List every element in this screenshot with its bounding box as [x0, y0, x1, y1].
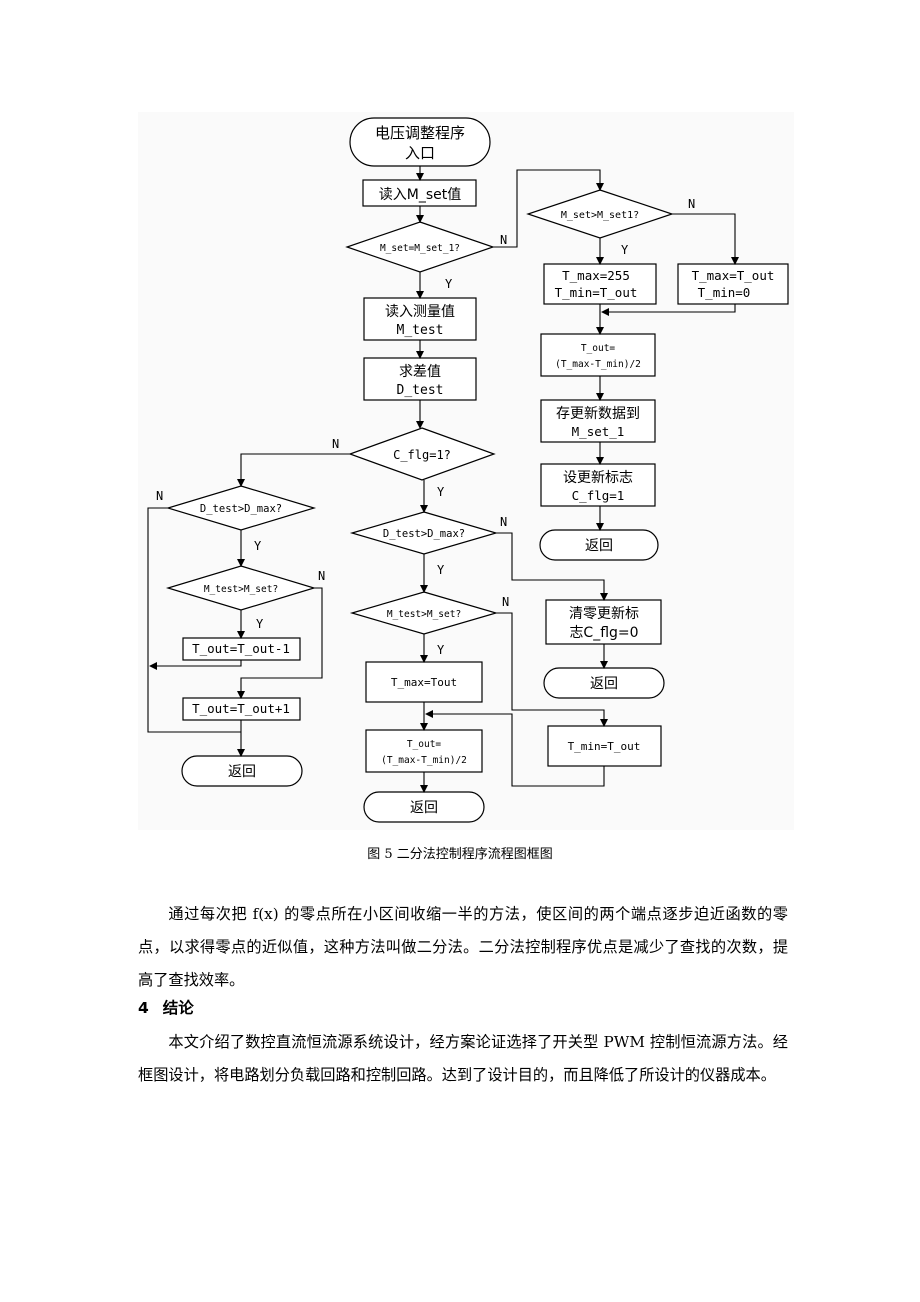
body-paragraph-1: 通过每次把 f(x) 的零点所在小区间收缩一半的方法，使区间的两个端点逐步迫近函… [138, 905, 788, 989]
diff-box [363, 357, 477, 401]
center-mtest-text: M_test>M_set? [387, 609, 461, 620]
right-no-text-1: T_max=T_out [692, 268, 775, 283]
right-store-text-2: M_set_1 [572, 424, 625, 439]
tmin-tout-text: T_min=T_out [568, 740, 641, 753]
center-tout-text-1: T_out= [407, 739, 442, 750]
left-inc-text: T_out=T_out+1 [192, 701, 290, 716]
cmp-mset-text: M_set=M_set_1? [380, 243, 460, 254]
right-no-box [677, 263, 789, 305]
figure-background [138, 112, 794, 830]
right-flag-text-2: C_flg=1 [572, 488, 625, 503]
clear-text-2: 志C_flg=0 [569, 625, 638, 641]
right-flag-text-1: 设更新标志 [563, 470, 633, 486]
no-label: N [500, 233, 507, 247]
read-test-text-2: M_test [397, 323, 444, 338]
right-store-box [540, 399, 656, 443]
left-dec-text: T_out=T_out-1 [192, 641, 290, 656]
right-tout-text-1: T_out= [581, 343, 616, 354]
body-paragraph-2: 本文介绍了数控直流恒流源系统设计，经方案论证选择了开关型 PWM 控制恒流源方法… [138, 1033, 788, 1084]
right-cmp-text: M_set>M_set1? [561, 210, 639, 221]
right-flag-box [540, 463, 656, 507]
no-label: N [332, 437, 339, 451]
yes-label: Y [256, 617, 264, 631]
flowchart-diagram: 电压调整程序 入口 读入M_set值 M_set=M_set_1? 读入测量值 … [138, 112, 794, 830]
right-return-text: 返回 [585, 538, 613, 554]
cflg-text: C_flg=1? [393, 448, 451, 462]
section-title: 结论 [162, 999, 194, 1017]
read-mset-box [362, 179, 477, 207]
right-yes-text-1: T_max=255 [562, 268, 630, 283]
no-label: N [156, 489, 163, 503]
center-tout-text-2: (T_max-T_min)/2 [381, 755, 467, 766]
no-label: N [688, 197, 695, 211]
cflg-decision [348, 427, 496, 481]
center-return-text: 返回 [410, 800, 438, 816]
yes-label: Y [621, 243, 629, 257]
right-yes-box [543, 263, 657, 305]
diff-text-1: 求差值 [399, 364, 441, 380]
right-store-text-1: 存更新数据到 [556, 406, 640, 422]
center-dtest-text: D_test>D_max? [383, 528, 465, 540]
no-label: N [318, 569, 325, 583]
yes-label: Y [445, 277, 453, 291]
yes-label: Y [254, 539, 262, 553]
yes-label: Y [437, 643, 445, 657]
left-return-text: 返回 [228, 764, 256, 780]
read-mset-text: 读入M_set值 [379, 186, 461, 203]
clear-flag-box [545, 599, 662, 645]
section-number: 4 [138, 999, 149, 1017]
diff-text-2: D_test [397, 383, 444, 398]
clear-text-1: 清零更新标 [569, 606, 639, 622]
start-text-2: 入口 [405, 144, 435, 162]
yes-label: Y [437, 485, 445, 499]
left-mtest-text: M_test>M_set? [204, 584, 278, 595]
right-tout-text-2: (T_max-T_min)/2 [555, 359, 641, 370]
right-no-text-2: T_min=0 [698, 285, 751, 300]
center-tmax-text: T_max=Tout [391, 676, 457, 689]
start-text-1: 电压调整程序 [375, 124, 465, 142]
right-yes-text-2: T_min=T_out [555, 285, 638, 300]
section-heading: 4 结论 [138, 992, 194, 1025]
left-dtest-text: D_test>D_max? [200, 503, 282, 515]
no-label: N [500, 515, 507, 529]
clear-return-text: 返回 [590, 676, 618, 692]
yes-label: Y [437, 563, 445, 577]
right-tout-box [540, 333, 656, 377]
figure-caption: 图 5 二分法控制程序流程图框图 [367, 847, 553, 862]
read-test-text-1: 读入测量值 [385, 303, 455, 320]
no-label: N [502, 595, 509, 609]
center-tout-box [365, 729, 483, 773]
